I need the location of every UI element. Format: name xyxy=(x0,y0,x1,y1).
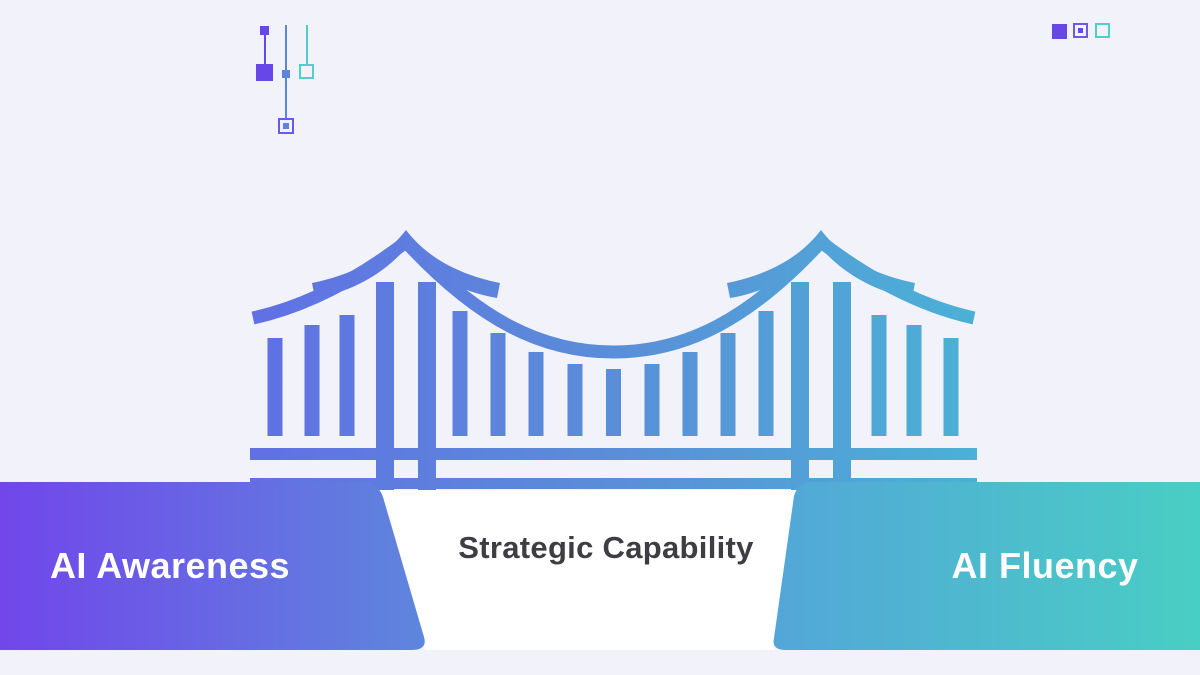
top-left-ornament xyxy=(248,15,323,148)
bridge-suspenders xyxy=(267,311,959,436)
square-outline-ornament-icon xyxy=(299,64,314,79)
square-outline-ornament-icon xyxy=(1095,23,1110,38)
ornament-line-icon xyxy=(264,26,266,65)
left-band xyxy=(0,482,425,650)
left-band-label: AI Awareness xyxy=(49,545,291,586)
inner-square-icon xyxy=(1078,28,1083,33)
square-ornament-icon xyxy=(1052,24,1067,39)
bridge-tower-peaks xyxy=(312,230,915,298)
bridge-main-cables xyxy=(251,236,976,359)
bridge-deck xyxy=(250,448,977,489)
square-outline-ornament-icon xyxy=(1073,23,1088,38)
center-panel-label: Strategic Capability xyxy=(458,530,754,565)
square-ornament-icon xyxy=(260,26,269,35)
center-panel xyxy=(378,490,806,650)
square-outline-ornament-icon xyxy=(278,118,294,134)
right-band xyxy=(773,482,1200,650)
ornament-line-icon xyxy=(306,25,308,64)
bridge-tower-legs xyxy=(376,282,851,492)
right-band-label: AI Fluency xyxy=(951,545,1139,586)
square-ornament-icon xyxy=(256,64,273,81)
square-ornament-icon xyxy=(282,70,290,78)
inner-square-icon xyxy=(283,123,289,129)
top-right-ornament xyxy=(1050,22,1112,40)
